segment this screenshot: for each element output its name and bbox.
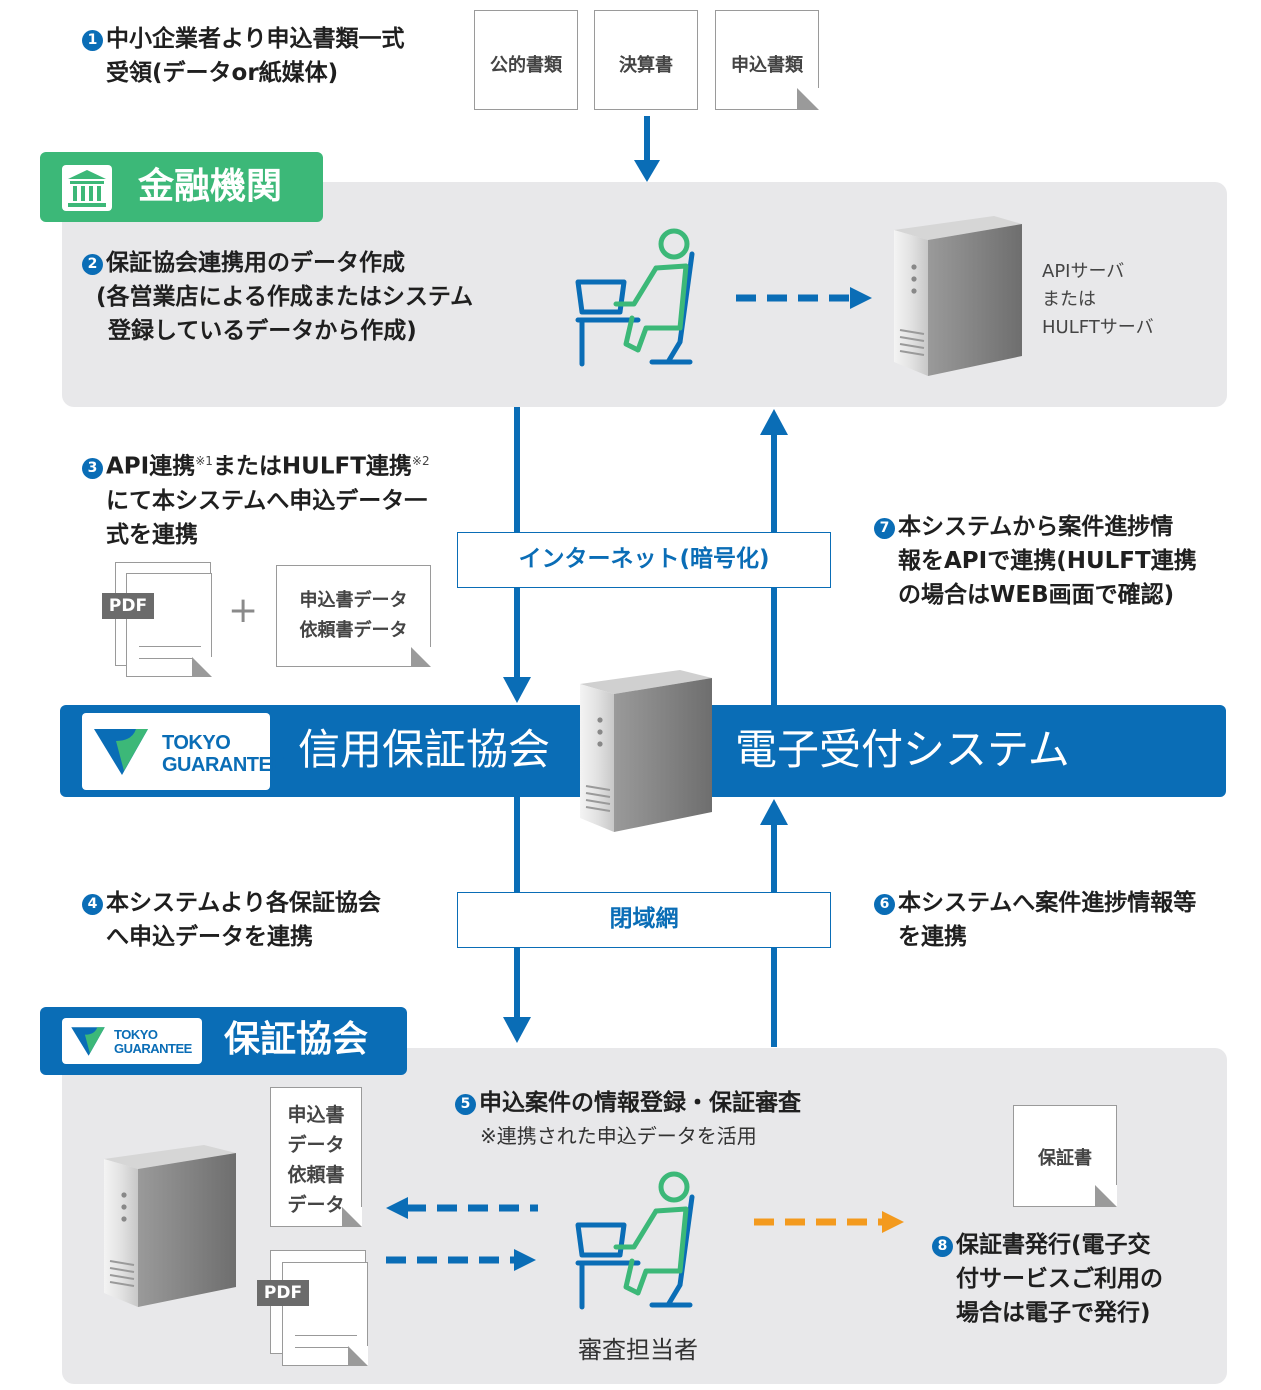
data-doc: 申込書データ 依頼書データ [276,565,431,667]
association-server-icon [104,1145,236,1307]
step5-note: ※連携された申込データを活用 [480,1124,757,1148]
bank-tag: 金融機関 [40,152,323,222]
bank-worker-icon [575,228,695,367]
internet-label: インターネット(暗号化) [457,532,831,588]
association-data-doc: 申込書 データ 依頼書 データ [270,1087,362,1227]
system-server-icon [580,670,712,832]
association-title: 保証協会 [224,1019,369,1060]
api-server-label: APIサーバ または HULFTサーバ [1042,261,1154,338]
arrow-docs-to-bank [634,116,660,182]
association-logo: TOKYO GUARANTEE [62,1018,202,1064]
bank-building-icon [62,165,112,211]
dashed-arrow-to-reviewer [386,1249,536,1271]
dashed-arrow-to-certificate [754,1211,904,1233]
doc-public: 公的書類 [474,10,578,110]
doc-application: 申込書類 [715,10,819,110]
pdf-badge: PDF [102,593,154,619]
certificate-doc: 保証書 [1013,1105,1117,1207]
bank-title: 金融機関 [138,166,283,207]
association-panel [62,1048,1227,1384]
tokyo-guarantee-logo: TOKYO GUARANTEE [82,713,285,790]
logo-line1: TOKYO [162,732,231,754]
closed-network-label: 閉域網 [457,892,831,948]
reviewer-label: 審査担当者 [578,1336,698,1364]
tokyo-guarantee-mark-icon [94,729,148,775]
dashed-arrow-to-api-server [736,287,872,309]
logo-line2: GUARANTEE [162,754,285,776]
doc-financial: 決算書 [594,10,698,110]
band-right-title: 電子受付システム [735,725,1070,774]
dashed-arrow-to-server [386,1197,538,1219]
step1-number: 1 [82,30,103,51]
association-pdf-badge: PDF [257,1280,309,1306]
pdf-doc-front [126,573,212,677]
association-mark-icon [71,1027,105,1056]
reviewer-icon [575,1171,695,1310]
band-left-title: 信用保証協会 [298,725,551,774]
association-tag: TOKYO GUARANTEE 保証協会 [40,1007,407,1075]
plus-sign: + [228,590,259,631]
api-server-icon [894,216,1022,376]
association-pdf-front [282,1262,368,1366]
